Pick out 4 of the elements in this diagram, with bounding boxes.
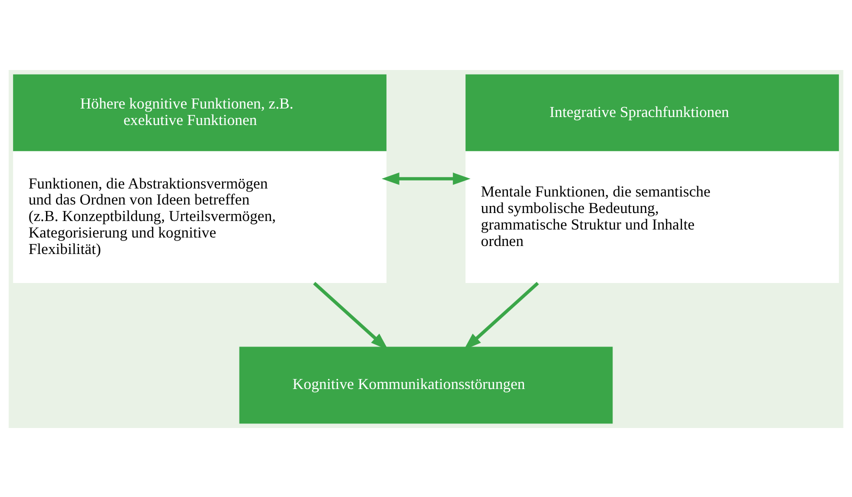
arrow: [382, 172, 470, 184]
node-box: Kognitive Kommunikationsstörungen: [239, 346, 613, 424]
arrow: [313, 281, 388, 350]
arrow: [464, 281, 539, 350]
